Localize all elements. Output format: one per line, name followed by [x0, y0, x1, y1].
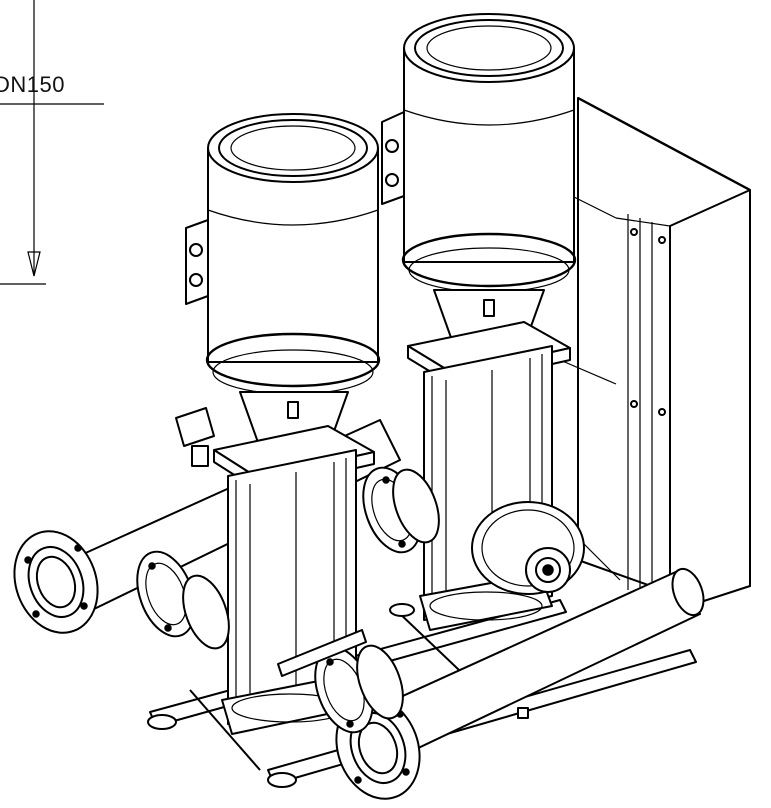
- dimension-annotation: [0, 0, 104, 285]
- dimension-label: DN150: [0, 72, 65, 97]
- control-cabinet: [559, 96, 751, 613]
- pump-1: [136, 113, 404, 735]
- pump-2: [362, 13, 585, 631]
